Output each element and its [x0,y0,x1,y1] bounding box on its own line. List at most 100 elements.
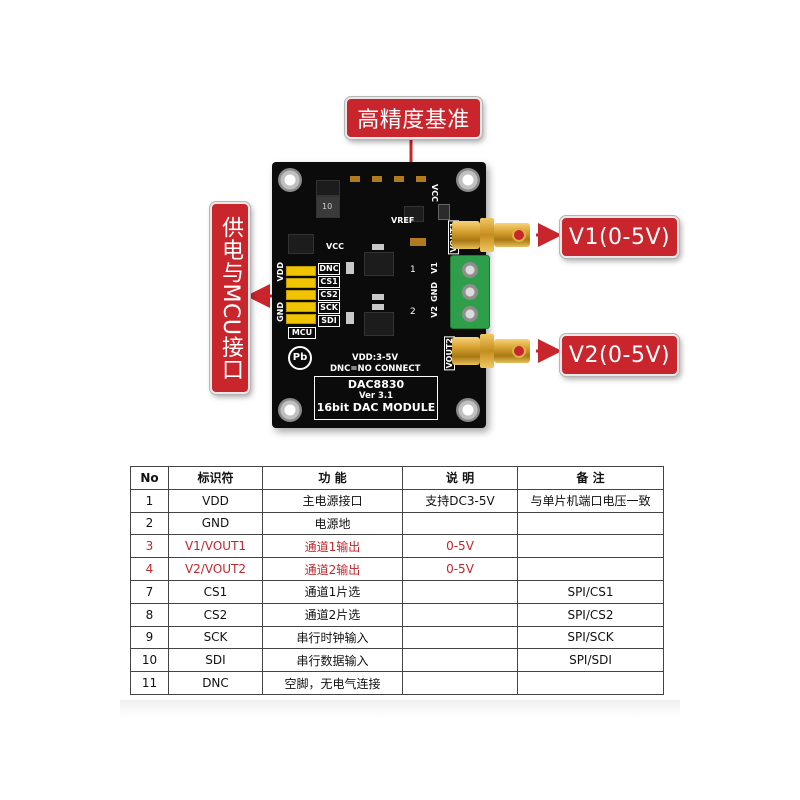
cell-id: CS2 [168,602,263,627]
cell-no: 2 [130,511,169,536]
header-function: 功 能 [262,466,403,490]
table-row: 11 DNC 空脚，无电气连接 [130,671,664,695]
mounting-hole-icon [278,168,302,192]
callout-v2-output: V2(0-5V) [560,334,679,376]
cell-note: SPI/SCK [517,625,664,650]
cell-id: SDI [168,648,263,673]
cell-no: 10 [130,648,169,673]
vcc-top-label: VCC [430,184,439,202]
table-row: 9 SCK 串行时钟输入 SPI/SCK [130,625,664,650]
cell-func: 主电源接口 [262,488,403,513]
header-notes: 备 注 [517,466,664,490]
cap-marking: 10 [322,202,333,211]
cell-note: SPI/CS1 [517,579,664,604]
table-row: 7 CS1 通道1片选 SPI/CS1 [130,579,664,604]
cell-desc [402,602,518,627]
cell-id: DNC [168,671,263,695]
voltage-regulator-chip [316,180,340,196]
cell-note [517,671,664,695]
callout-v1-output: V1(0-5V) [560,216,679,258]
table-row: 3 V1/VOUT1 通道1输出 0-5V [130,534,664,559]
smd-part [346,262,354,274]
cell-no: 9 [130,625,169,650]
sma-tip-icon [512,344,526,358]
dac-chip-2 [364,312,394,336]
screw-icon [462,306,478,322]
pin-label-sck: SCK [318,302,340,314]
cell-id: V2/VOUT2 [168,557,263,581]
header-identifier: 标识符 [168,466,263,490]
cell-func: 串行数据输入 [262,648,403,673]
header-pin[interactable] [286,290,316,300]
table-row: 1 VDD 主电源接口 支持DC3-5V 与单片机端口电压一致 [130,488,664,513]
cell-note: SPI/CS2 [517,602,664,627]
smd-part [416,176,426,182]
terminal-v2-label: V2 [430,306,439,318]
pin-label-dnc: DNC [318,263,340,275]
table-shadow [120,700,680,718]
smd-diode [288,234,314,254]
inductor [316,196,340,218]
smd-part [372,176,382,182]
smd-part [350,176,360,182]
mounting-hole-icon [456,398,480,422]
table-row: 2 GND 电源地 [130,511,664,536]
cell-func: 通道1输出 [262,534,403,559]
sma-connector-vout2[interactable] [452,332,534,370]
pin-description-table: No 标识符 功 能 说 明 备 注 1 VDD 主电源接口 支持DC3-5V … [130,466,664,695]
sma-body [452,221,480,249]
vref-label: VREF [391,216,415,225]
model-box: DAC8830 Ver 3.1 16bit DAC MODULE [314,376,438,420]
smd-part [410,238,426,246]
sma-body [452,337,480,365]
table-row: 4 V2/VOUT2 通道2输出 0-5V [130,557,664,581]
cell-desc [402,625,518,650]
cell-no: 7 [130,579,169,604]
pb-free-logo: Pb [288,346,312,370]
screw-icon [462,284,478,300]
cell-id: VDD [168,488,263,513]
model-name: DAC8830 [347,378,405,391]
cell-note [517,511,664,536]
channel-1-mark: 1 [410,265,416,275]
cell-desc: 0-5V [402,534,518,559]
table-row: 8 CS2 通道2片选 SPI/CS2 [130,602,664,627]
callout-power-mcu-interface: 供电与MCU接口 [210,202,250,394]
cell-func: 电源地 [262,511,403,536]
pin-label-cs1: CS1 [318,276,340,288]
header-pin[interactable] [286,266,316,276]
cell-note: 与单片机端口电压一致 [517,488,664,513]
sma-tip-icon [512,228,526,242]
terminal-v1-label: V1 [430,262,439,274]
cell-note [517,534,664,559]
screw-terminal-block[interactable] [450,255,490,329]
cell-no: 1 [130,488,169,513]
header-pin[interactable] [286,278,316,288]
smd-part [394,176,404,182]
cell-desc [402,648,518,673]
sma-connector-vout1[interactable] [452,216,534,254]
table-row: 10 SDI 串行数据输入 SPI/SDI [130,648,664,673]
cell-id: SCK [168,625,263,650]
cell-func: 串行时钟输入 [262,625,403,650]
header-pin[interactable] [286,302,316,312]
mounting-hole-icon [456,168,480,192]
reference-chip [404,206,424,222]
channel-2-mark: 2 [410,307,416,317]
module-description: 16bit DAC MODULE [316,401,436,414]
cell-func: 通道2片选 [262,602,403,627]
model-version: Ver 3.1 [358,391,394,401]
cell-func: 通道2输出 [262,557,403,581]
header-description: 说 明 [402,466,518,490]
smd-part [372,294,384,300]
header-pin[interactable] [286,314,316,324]
vdd-vertical-label: VDD [276,262,285,282]
cell-no: 3 [130,534,169,559]
gnd-vertical-label: GND [276,302,285,322]
vcc-left-label: VCC [326,242,344,251]
cell-desc [402,671,518,695]
cell-id: CS1 [168,579,263,604]
cell-id: V1/VOUT1 [168,534,263,559]
sma-nut [480,218,494,252]
cell-desc [402,511,518,536]
